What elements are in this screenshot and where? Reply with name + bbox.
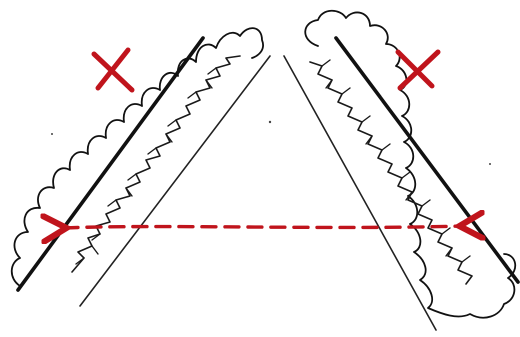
left-x-mark: [94, 50, 132, 90]
right-foliage-strip: [284, 11, 518, 330]
ink-speck: [269, 121, 271, 123]
right-main-line: [336, 38, 518, 282]
left-thin-line: [80, 56, 270, 306]
double-headed-dashed-arrow: [64, 226, 462, 228]
ink-speck: [489, 163, 491, 165]
right-x-mark: [398, 52, 438, 88]
ink-speck: [51, 133, 53, 135]
right-thorn-scribble: [310, 62, 472, 284]
left-foliage-strip: [12, 28, 270, 306]
right-cloud-outline: [305, 11, 515, 318]
right-thorn-spikes: [322, 60, 470, 262]
